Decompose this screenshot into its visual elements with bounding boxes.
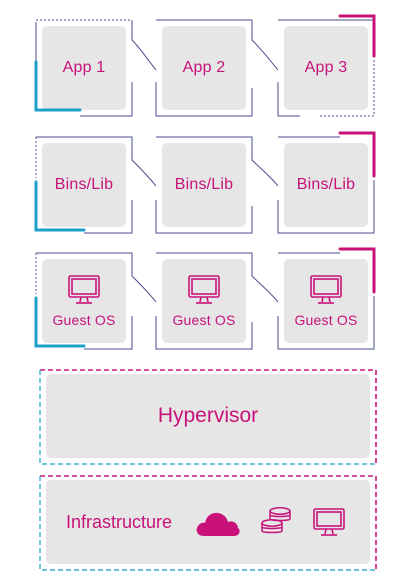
monitor-icon [68,275,100,304]
guest-os-1-label: Guest OS [52,312,116,328]
app-3-label: App 3 [304,59,348,76]
guest-os-2-box: Guest OS [156,253,252,349]
bins-layer: Bins/Lib Bins/Lib Bins/Lib [0,131,400,237]
guest-os-3-box: Guest OS [278,253,374,349]
hypervisor-label: Hypervisor [157,404,259,427]
hypervisor-box: Hypervisor [40,368,376,464]
hypervisor-card: Hypervisor [46,374,370,458]
infrastructure-box: Infrastructure [40,474,376,570]
bins-3-label: Bins/Lib [296,176,356,193]
bins-2-box: Bins/Lib [156,137,252,233]
database-icon [261,507,291,534]
bins-1-card: Bins/Lib [42,143,126,227]
bins-3-card: Bins/Lib [284,143,368,227]
bins-2-card: Bins/Lib [162,143,246,227]
guest-os-1-box: Guest OS [36,253,132,349]
guest-os-2-label: Guest OS [172,312,236,328]
guest-os-2-card: Guest OS [162,259,246,343]
guest-os-3-label: Guest OS [294,312,358,328]
infrastructure-label: Infrastructure [66,511,173,532]
monitor-icon [313,508,345,536]
guest-os-3-card: Guest OS [284,259,368,343]
bins-1-label: Bins/Lib [54,176,114,193]
infrastructure-card: Infrastructure [46,480,370,564]
monitor-icon [188,275,220,304]
app-2-box: App 2 [156,20,252,116]
app-2-label: App 2 [182,59,226,76]
monitor-icon [310,275,342,304]
bins-1-box: Bins/Lib [36,137,132,233]
guest-os-1-card: Guest OS [42,259,126,343]
app-2-card: App 2 [162,26,246,110]
app-1-card: App 1 [42,26,126,110]
guest-os-layer: Guest OS Guest OS Guest OS [0,247,400,353]
apps-layer: App 1 App 2 App 3 [0,14,400,120]
app-1-box: App 1 [36,20,132,116]
app-3-card: App 3 [284,26,368,110]
app-3-box: App 3 [278,20,374,116]
cloud-icon [196,512,240,536]
app-1-label: App 1 [62,59,106,76]
bins-3-box: Bins/Lib [278,137,374,233]
bins-2-label: Bins/Lib [174,176,234,193]
